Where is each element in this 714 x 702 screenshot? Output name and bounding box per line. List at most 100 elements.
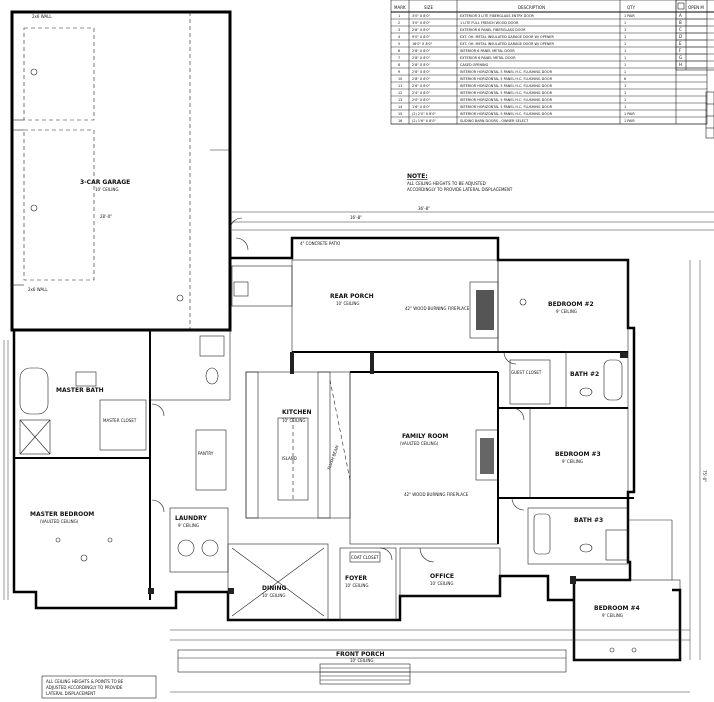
door-schedule-rows: 1 3'0" X 8'0" EXTERIOR 3 LITE FIBERGLASS E… — [391, 14, 707, 125]
door-swings — [151, 217, 525, 563]
door-schedule-size: 2'8" X 8'0" — [412, 28, 431, 32]
front-porch-ceiling: 10' CEILING — [350, 658, 373, 663]
master-bedroom-ceiling: (VAULTED CEILING) — [40, 519, 79, 524]
office-name: OFFICE — [430, 573, 454, 580]
door-schedule-qty: 1 — [624, 56, 626, 60]
door-schedule-mark: 6 — [398, 49, 400, 53]
door-schedule-size: 3'0" X 8'0" — [412, 14, 431, 18]
concrete-patio-label: 4" CONCRETE PATIO — [300, 241, 340, 246]
bedroom-4-name: BEDROOM #4 — [594, 605, 640, 612]
window-schedule-mark: E — [679, 41, 682, 46]
bedroom-2-name: BEDROOM #2 — [548, 301, 594, 308]
window-schedule-header: OPEN M — [688, 5, 704, 10]
door-schedule-description: INTERIOR HORIZONTAL 5 PANEL H.C. FLUSHIN… — [460, 84, 553, 88]
bath-2: BATH #2 GUEST CLOSET — [498, 351, 629, 409]
door-schedule-description: INTERIOR HORIZONTAL 5 PANEL H.C. FLUSHIN… — [460, 105, 553, 109]
right-edge-marks — [705, 91, 714, 139]
pantry: PANTRY — [195, 429, 227, 491]
garage: 3-CAR GARAGE 10' CEILING 2x6 WALL 2x6 WA… — [10, 10, 232, 332]
door-schedule-description: INTERIOR HORIZONTAL 5 PANEL H.C. FLUSHIN… — [460, 112, 553, 116]
guest-closet-label: GUEST CLOSET — [511, 370, 542, 375]
family-fireplace-label: 42" WOOD BURNING FIREPLACE — [404, 492, 469, 497]
door-schedule-mark: 14 — [398, 105, 402, 109]
door-schedule-size: 2'8" X 8'0" — [412, 70, 431, 74]
ceiling-note: NOTE: ALL CEILING HEIGHTS TO BE ADJUSTED… — [407, 173, 513, 192]
bedroom-2: BEDROOM #2 9' CEILING — [497, 259, 629, 353]
door-schedule-description: SLIDING BARN DOORS - OWNER SELECT — [460, 119, 529, 123]
door-schedule-description: EXT. OH. METAL INSULATED GARAGE DOOR W/ … — [460, 35, 555, 39]
door-schedule-qty: 1 PAIR — [624, 14, 635, 18]
house-outline: FRONT PORCH 10' CEILING 36'-8" 16'-8" 75… — [3, 206, 714, 693]
dining-name: DINING — [262, 585, 286, 592]
door-schedule-mark: 5 — [398, 42, 400, 46]
coat-closet-label: COAT CLOSET — [351, 555, 379, 560]
family-room-ceiling: (VAULTED CEILING) — [400, 441, 439, 446]
door-schedule-mark: 13 — [398, 98, 402, 102]
master-bedroom-name: MASTER BEDROOM — [30, 511, 94, 518]
foyer: FOYER 10' CEILING COAT CLOSET — [339, 547, 397, 621]
office: OFFICE 10' CEILING — [399, 547, 501, 597]
window-schedule-mark: B — [679, 20, 682, 25]
door-schedule-header-qty: QTY — [627, 5, 636, 10]
door-schedule-size: 2'8" X 8'0" — [412, 56, 431, 60]
door-schedule-size: 1'6" X 8'0" — [412, 105, 431, 109]
door-schedule-description: EXTERIOR 3 LITE FIBERGLASS ENTRY DOOR — [460, 14, 535, 18]
bedroom-2-ceiling: 9' CEILING — [556, 309, 577, 314]
family-room-name: FAMILY ROOM — [402, 433, 448, 440]
garage-dimension: 28'-0" — [100, 214, 112, 219]
door-schedule-mark: 4 — [398, 35, 400, 39]
door-schedule-description: EXTERIOR 6 PANEL METAL DOOR — [460, 56, 516, 60]
dimension-top: 36'-8" — [418, 206, 430, 211]
bath-3: BATH #3 — [527, 507, 629, 565]
kitchen-name: KITCHEN — [282, 409, 312, 416]
garage-ceiling: 10' CEILING — [95, 187, 118, 192]
door-schedule-qty: 1 — [624, 49, 626, 53]
door-schedule-size: (2) 1'6" X 8'0" — [412, 119, 436, 123]
door-schedule-description: INTERIOR 6 PANEL METAL DOOR — [460, 49, 515, 53]
door-schedule-qty: 1 — [624, 35, 626, 39]
door-schedule-size: 2'0" X 8'0" — [412, 98, 431, 102]
office-ceiling: 10' CEILING — [430, 581, 453, 586]
door-schedule-description: INTERIOR HORIZONTAL 5 PANEL H.C. FLUSHIN… — [460, 98, 553, 102]
wall-hatching — [148, 352, 628, 594]
dining-ceiling: 10' CEILING — [262, 593, 285, 598]
master-suite: MASTER BATH MASTER CLOSET MASTER BEDROOM… — [14, 330, 151, 600]
dimension-front: 16'-8" — [350, 215, 362, 220]
door-schedule-description: INTERIOR HORIZONTAL 5 PANEL H.C. FLUSHIN… — [460, 70, 553, 74]
fireplace-label: 42" WOOD BURNING FIREPLACE — [405, 306, 470, 311]
mudroom-area — [149, 265, 293, 401]
door-schedule-header-size: SIZE — [424, 5, 433, 10]
note-text-2: ACCORDINGLY TO PROVIDE LATERAL DISPLACEM… — [407, 187, 513, 192]
door-schedule-description: INTERIOR HORIZONTAL 5 PANEL H.C. FLUSHIN… — [460, 91, 553, 95]
door-schedule-qty: 6 — [624, 77, 626, 81]
door-schedule-mark: 2 — [398, 21, 400, 25]
door-schedule-qty: 1 — [624, 105, 626, 109]
door-schedule-qty: 1 — [624, 42, 626, 46]
window-schedule-mark: D — [679, 34, 682, 39]
door-schedule-qty: 1 — [624, 70, 626, 74]
bottom-note-1: ALL CEILING HEIGHTS & POINTS TO BE — [46, 679, 124, 684]
dining: DINING 10' CEILING — [227, 543, 329, 621]
bedroom-4: BEDROOM #4 9' CEILING — [573, 519, 681, 661]
family-room: FAMILY ROOM (VAULTED CEILING) 42" WOOD B… — [349, 371, 499, 545]
bath-2-name: BATH #2 — [570, 371, 599, 378]
door-schedule-qty: 1 — [624, 98, 626, 102]
window-schedule-mark: A — [679, 13, 682, 18]
door-schedule-size: 16'0" X 8'0" — [412, 42, 433, 46]
foyer-ceiling: 10' CEILING — [345, 583, 368, 588]
door-schedule-mark: 11 — [398, 84, 402, 88]
door-schedule-size: 3'0" X 8'0" — [412, 21, 431, 25]
rear-porch: REAR PORCH 10' CEILING 4" CONCRETE PATIO… — [291, 241, 499, 353]
bath-3-name: BATH #3 — [574, 517, 603, 524]
rear-porch-name: REAR PORCH — [330, 293, 374, 300]
door-schedule-qty: 1 — [624, 28, 626, 32]
door-schedule-mark: 1 — [398, 14, 400, 18]
door-schedule-size: (2) 2'0" X 8'0" — [412, 112, 436, 116]
note-text-1: ALL CEILING HEIGHTS TO BE ADJUSTED — [407, 181, 486, 186]
bottom-note-2: ADJUSTED ACCORDINGLY TO PROVIDE — [46, 685, 123, 690]
master-closet-name: MASTER CLOSET — [103, 418, 137, 423]
door-schedule-qty: 1 — [624, 63, 626, 67]
